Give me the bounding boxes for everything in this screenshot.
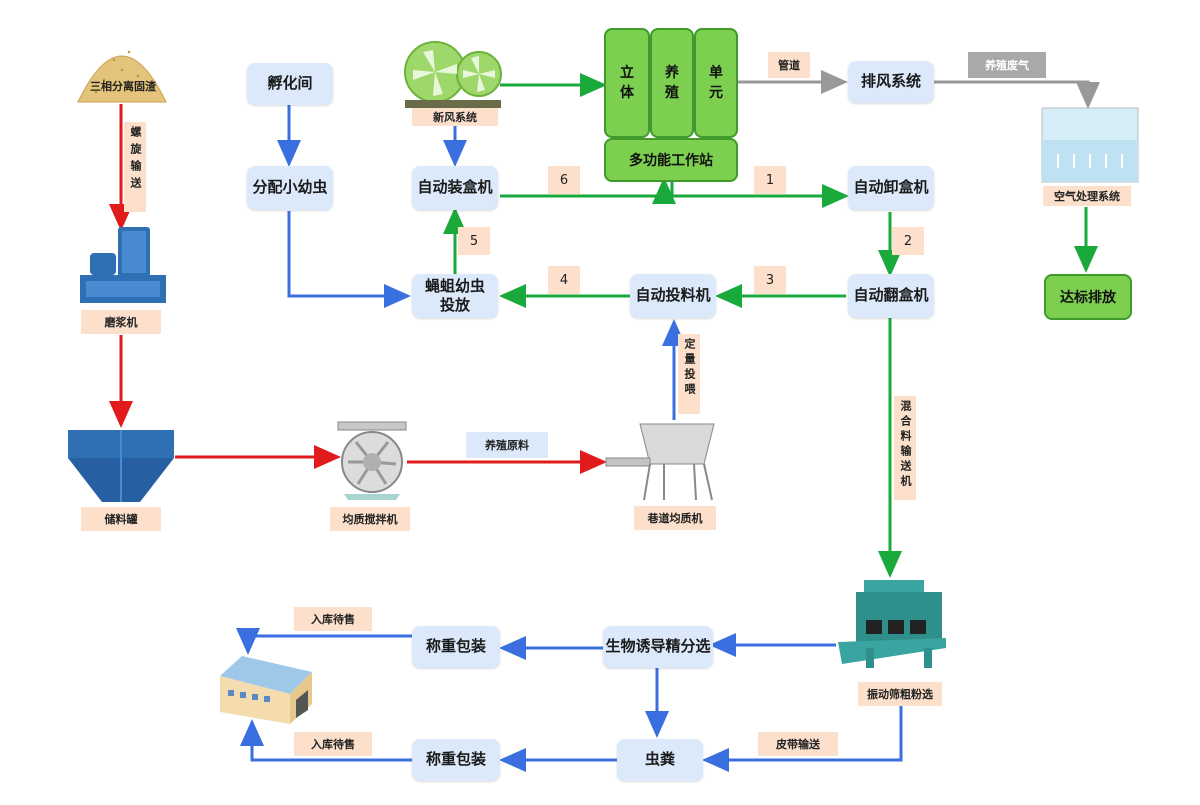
- unit-col-3: 单 元: [694, 28, 738, 138]
- mixer-icon: [336, 418, 408, 504]
- air-treatment-icon: [1040, 106, 1140, 184]
- mixer-label: 均质搅拌机: [330, 507, 410, 531]
- step-1: 1: [754, 166, 786, 194]
- arrow-distribute-larva: [287, 211, 411, 308]
- screen-icon: [836, 578, 948, 670]
- quant-feed-label-text: 定量投喂: [683, 338, 696, 398]
- screen-label: 振动筛粗粉选: [858, 682, 942, 706]
- node-fly-larva: 蝇蛆幼虫投放: [412, 274, 498, 318]
- residue-pile-icon: [74, 30, 170, 106]
- tunnel-icon: [604, 422, 718, 502]
- belt-label: 皮带输送: [758, 732, 838, 756]
- spiral-label-text: 螺旋输送: [129, 126, 142, 194]
- arrow-boxing-station: [500, 177, 676, 204]
- warehouse-icon: [214, 654, 318, 724]
- multi-workstation: 多功能工作站: [604, 138, 738, 182]
- node-auto-flip: 自动翻盒机: [848, 274, 934, 318]
- unit-col-2: 养 殖: [650, 28, 694, 138]
- mix-conveyor-label-text: 混合料输送机: [899, 400, 912, 490]
- arrow-pack1-warehouse: [236, 628, 412, 655]
- grinder-label: 磨浆机: [81, 310, 161, 334]
- residue-label: 三相分离固渣: [90, 80, 156, 93]
- air-treatment-label: 空气处理系统: [1043, 186, 1131, 206]
- tank-label: 储料罐: [81, 507, 161, 531]
- mix-conveyor-label: 混合料输送机: [894, 396, 916, 500]
- quant-feed-label: 定量投喂: [678, 334, 700, 414]
- tunnel-label: 巷道均质机: [634, 506, 716, 530]
- node-auto-feed: 自动投料机: [630, 274, 716, 318]
- node-auto-boxing: 自动装盒机: [412, 166, 498, 210]
- step-2: 2: [892, 227, 924, 255]
- raw-material-label: 养殖原料: [466, 432, 548, 458]
- node-frass: 虫粪: [617, 739, 703, 781]
- arrow-screen-frass: [702, 700, 903, 772]
- unit-col-2-a: 养: [665, 65, 679, 81]
- node-weigh-pack-1: 称重包装: [412, 626, 500, 668]
- unit-col-3-a: 单: [709, 65, 723, 81]
- unit-col-3-b: 元: [709, 85, 723, 101]
- fresh-air-icon: [403, 38, 503, 110]
- pipe-label: 管道: [768, 52, 810, 78]
- unit-col-2-b: 殖: [665, 85, 679, 101]
- step-4: 4: [548, 266, 580, 294]
- waste-gas-label: 养殖废气: [968, 52, 1046, 78]
- fresh-air-label: 新风系统: [412, 108, 498, 126]
- node-standard: 达标排放: [1044, 274, 1132, 320]
- node-exhaust: 排风系统: [848, 61, 934, 103]
- step-3: 3: [754, 266, 786, 294]
- storage-label-2: 入库待售: [294, 732, 372, 756]
- arrow-station-unload: [670, 180, 849, 208]
- spiral-label: 螺旋输送: [124, 122, 146, 212]
- node-auto-unload: 自动卸盒机: [848, 166, 934, 210]
- arrow-exhaust-air: [934, 80, 1100, 109]
- node-incubation: 孵化间: [247, 63, 333, 105]
- unit-col-1-b: 体: [620, 85, 634, 101]
- node-weigh-pack-2: 称重包装: [412, 739, 500, 781]
- storage-label-1: 入库待售: [294, 607, 372, 631]
- grinder-icon: [78, 225, 168, 307]
- node-distribute: 分配小幼虫: [247, 166, 333, 210]
- tank-icon: [66, 428, 176, 504]
- step-5: 5: [458, 227, 490, 255]
- unit-col-1-a: 立: [620, 65, 634, 81]
- node-bio-select: 生物诱导精分选: [603, 626, 713, 668]
- arrow-pack2-warehouse: [240, 719, 412, 762]
- unit-col-1: 立 体: [604, 28, 650, 138]
- step-6: 6: [548, 166, 580, 194]
